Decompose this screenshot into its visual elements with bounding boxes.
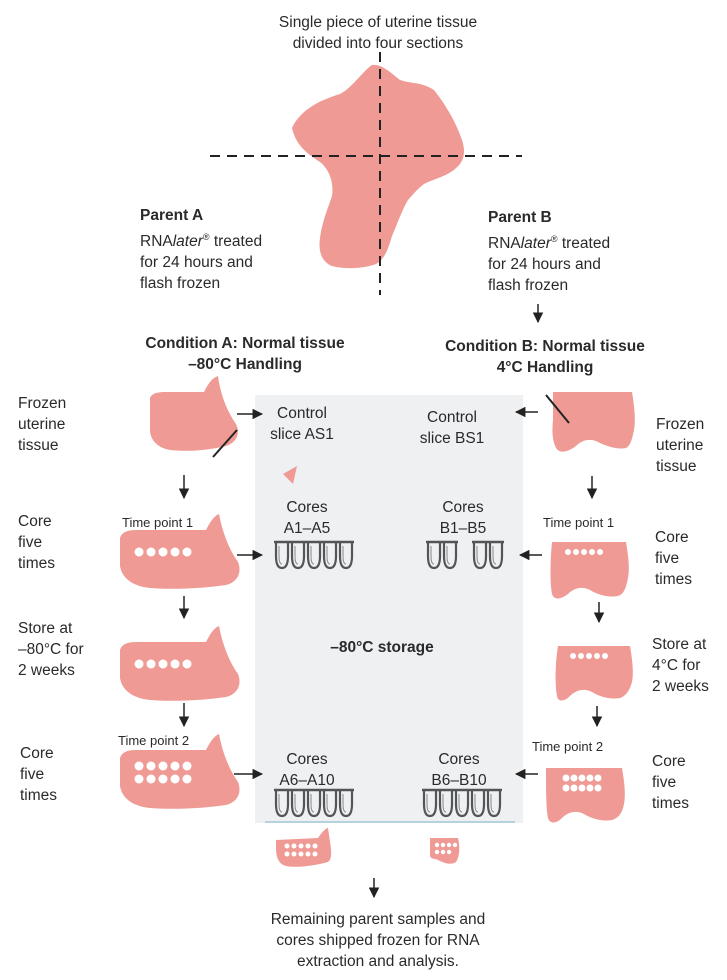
frozen-tissue-b — [552, 392, 634, 452]
a-control-label: Control slice AS1 — [262, 403, 342, 445]
condition-a-title: Condition A: Normal tissue –80°C Handlin… — [100, 333, 390, 375]
storage-label: –80°C storage — [282, 637, 482, 658]
condition-b-title: Condition B: Normal tissue 4°C Handling — [395, 336, 695, 378]
top-title: Single piece of uterine tissue divided i… — [248, 12, 508, 54]
b-control-label: Control slice BS1 — [412, 407, 492, 449]
b-frozen-label: Frozen uterine tissue — [656, 414, 704, 477]
parent-a-heading: Parent A — [140, 205, 203, 226]
a-time-point-2: Time point 2 — [118, 730, 189, 751]
b-core1-label: Core five times — [655, 527, 692, 590]
b-time-point-1: Time point 1 — [543, 512, 614, 533]
tissue-b-store — [556, 646, 633, 701]
bottom-text: Remaining parent samples and cores shipp… — [228, 909, 528, 972]
remaining-sample-a — [276, 828, 331, 867]
b-cores2-label: Cores B6–B10 — [414, 749, 504, 791]
tissue-b-tp2 — [546, 768, 625, 823]
b-time-point-2: Time point 2 — [532, 736, 603, 757]
a-store-label: Store at –80°C for 2 weeks — [18, 618, 84, 681]
parent-b-heading: Parent B — [488, 207, 552, 228]
a-time-point-1: Time point 1 — [122, 512, 193, 533]
a-core2-label: Core five times — [20, 743, 57, 806]
parent-tissue-shape — [292, 65, 464, 268]
b-store-label: Store at 4°C for 2 weeks — [652, 634, 709, 697]
a-cores1-label: Cores A1–A5 — [262, 497, 352, 539]
a-cores2-label: Cores A6–A10 — [262, 749, 352, 791]
b-cores1-label: Cores B1–B5 — [418, 497, 508, 539]
a-core1-label: Core five times — [18, 511, 55, 574]
a-frozen-label: Frozen uterine tissue — [18, 393, 66, 456]
b-core2-label: Core five times — [652, 751, 689, 814]
frozen-tissue-a — [150, 376, 238, 451]
